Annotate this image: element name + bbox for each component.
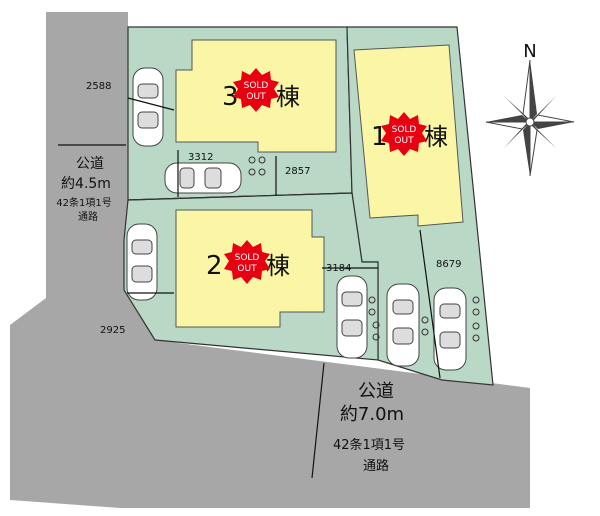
south-road-width: 約7.0m — [340, 404, 404, 425]
sold-text: SOLD — [244, 81, 269, 91]
west-road-width: 約4.5m — [61, 176, 111, 192]
sold-badge-2: SOLD OUT — [224, 240, 270, 284]
sold-badge-shape — [381, 112, 427, 156]
car-3a — [132, 67, 164, 147]
dim-8679: 8679 — [436, 259, 461, 270]
sold-text: SOLD — [392, 125, 417, 135]
dim-3312: 3312 — [188, 152, 213, 163]
south-road-label: 公道 — [358, 381, 394, 402]
sold-badge-1: SOLD OUT — [381, 112, 427, 156]
out-text: OUT — [237, 264, 257, 274]
building-2-number: 2 — [206, 251, 223, 281]
lot-divider — [127, 192, 353, 201]
car-2 — [126, 223, 158, 301]
dim-2925: 2925 — [100, 325, 125, 336]
compass-rose — [485, 59, 575, 177]
sold-text: SOLD — [235, 253, 260, 263]
compass-north-label: N — [523, 41, 536, 62]
dim-3184: 3184 — [326, 263, 351, 274]
car-3b — [164, 162, 242, 194]
building-1-number: 1 — [371, 122, 388, 152]
dim-2857: 2857 — [285, 166, 310, 177]
sold-badge-3: SOLD OUT — [233, 68, 279, 112]
sold-badge-shape — [233, 68, 279, 112]
west-road — [10, 12, 530, 508]
building-3-suffix: 棟 — [276, 83, 300, 111]
out-text: OUT — [246, 92, 266, 102]
sold-badge-shape — [224, 240, 270, 284]
west-road-law: 42条1項1号 — [56, 196, 111, 209]
west-road-kind: 通路 — [78, 210, 98, 223]
dim-2588: 2588 — [86, 81, 111, 92]
car-1a — [386, 283, 420, 367]
building-3-number: 3 — [222, 82, 239, 112]
west-road-label: 公道 — [76, 156, 104, 172]
car-1b — [433, 287, 467, 371]
building-2-suffix: 棟 — [266, 252, 290, 280]
south-road-kind: 通路 — [363, 458, 389, 474]
car-2b — [336, 275, 368, 359]
dimension-lines — [58, 97, 441, 479]
bicycle-icons — [248, 156, 480, 342]
building-1-suffix: 棟 — [424, 123, 448, 151]
south-road-law: 42条1項1号 — [333, 437, 405, 453]
out-text: OUT — [394, 136, 414, 146]
